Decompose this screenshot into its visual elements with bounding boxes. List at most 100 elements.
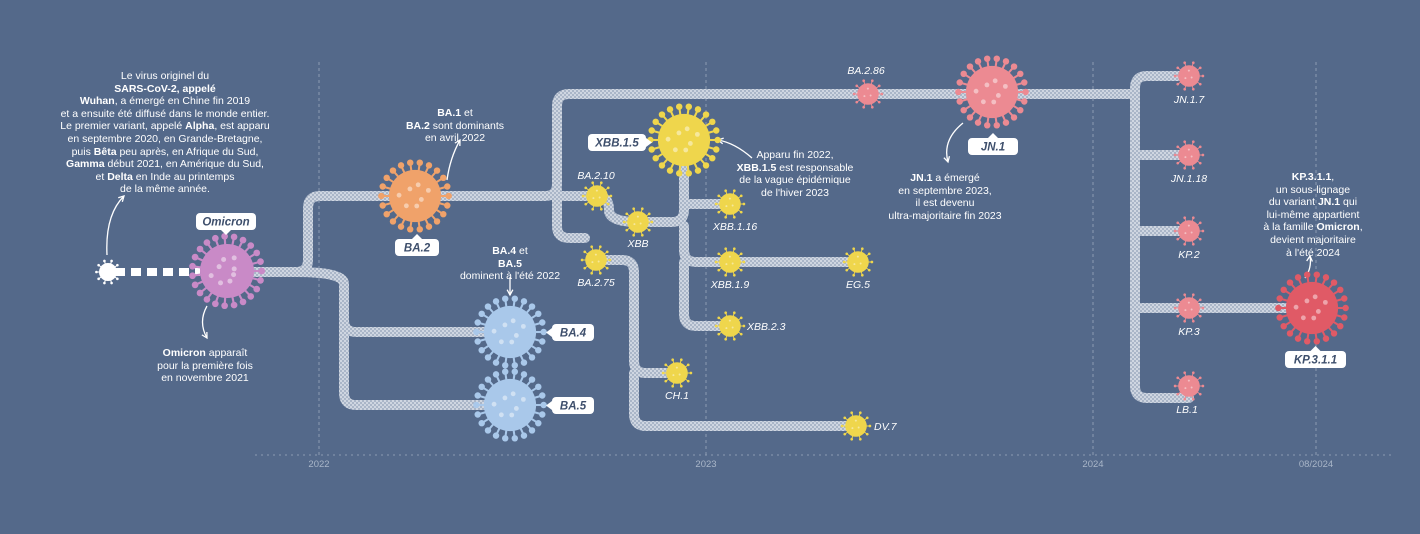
note-line: devient majoritaire — [1270, 233, 1356, 246]
arrow-ba12 — [446, 139, 461, 181]
branch-xbb-loop — [552, 185, 590, 243]
note-line: Omicron apparaît — [162, 347, 248, 359]
note-line: Apparu fin 2022, — [756, 149, 834, 161]
virus-jn17 — [1173, 61, 1205, 91]
tag-jn1: JN.1 — [968, 133, 1018, 155]
virus-kp2 — [1173, 216, 1205, 246]
label-eg5: EG.5 — [846, 279, 870, 291]
tag-ba5-text: BA.5 — [560, 401, 587, 413]
note-line: Le virus originel du — [120, 70, 210, 82]
label-xbb23: XBB.2.3 — [746, 321, 786, 333]
note-line: BA.5 — [498, 257, 522, 270]
note-line: SARS-CoV-2, appelé — [114, 82, 216, 95]
label-dv7: DV.7 — [874, 421, 898, 433]
note-line: à l'été 2024 — [1286, 246, 1340, 259]
branch-xbb23 — [679, 257, 735, 331]
tag-xbb15-text: XBB.1.5 — [594, 138, 639, 150]
label-ba286: BA.2.86 — [847, 65, 885, 77]
tag-kp311: KP.3.1.1 — [1285, 346, 1346, 368]
note-line: un sous-lignage — [1275, 183, 1351, 196]
virus-ba210 — [581, 181, 613, 211]
note-line: de la vague épidémique — [739, 174, 851, 187]
note-line: et Delta en Inde au printemps — [95, 170, 235, 183]
note-line: BA.2 sont dominants — [405, 119, 505, 132]
branch-xbb19 — [679, 221, 863, 267]
note-line: en septembre 2020, en Grande-Bretagne, — [67, 132, 263, 145]
note-line: Le premier variant, appelé Alpha, est ap… — [60, 120, 270, 133]
branch-xbb15 — [633, 134, 689, 227]
note-line: il est devenu — [915, 197, 975, 210]
label-xbb19: XBB.1.9 — [710, 279, 750, 291]
note-line: à la famille Omicron, — [1263, 221, 1363, 234]
label-ch1: CH.1 — [665, 390, 689, 402]
note-line: en septembre 2023, — [898, 184, 992, 197]
year-label: 08/2024 — [1299, 459, 1333, 470]
note-line: XBB.1.5 est responsable — [736, 161, 854, 174]
label-ba210: BA.2.10 — [577, 170, 615, 182]
virus-wuhan — [95, 259, 121, 285]
note-line: en novembre 2021 — [161, 372, 249, 385]
note-line: Wuhan, a émergé en Chine fin 2019 — [79, 95, 251, 108]
label-xbb116: XBB.1.16 — [712, 221, 758, 233]
virus-xbb116 — [714, 189, 746, 219]
virus-ch1 — [661, 358, 693, 388]
arrow-ba12-head — [454, 138, 461, 147]
label-jn118: JN.1.18 — [1170, 173, 1207, 185]
label-ba275: BA.2.75 — [577, 277, 615, 289]
note-line: Gamma début 2021, en Amérique du Sud, — [66, 158, 264, 171]
branch-dv7 — [629, 368, 861, 431]
note-line: BA.4 et — [492, 245, 528, 257]
arrow-kp311-head — [1306, 254, 1314, 262]
year-label: 2024 — [1082, 459, 1103, 470]
tag-xbb15: XBB.1.5 — [588, 134, 652, 151]
note-line: de l'hiver 2023 — [761, 186, 829, 199]
label-lb1: LB.1 — [1176, 404, 1198, 416]
note-line: et a ensuite été diffusé dans le monde e… — [60, 107, 270, 120]
virus-ba5 — [473, 368, 547, 442]
virus-eg5 — [842, 247, 874, 277]
note-line: BA.1 et — [437, 107, 473, 119]
virus-xbb15 — [647, 103, 721, 177]
virus-dv7 — [840, 411, 872, 441]
branch-jn17 — [1130, 71, 1194, 99]
virus-kp3 — [1173, 293, 1205, 323]
virus-xbb19 — [714, 247, 746, 277]
tag-ba2-text: BA.2 — [404, 243, 431, 255]
virus-ba275 — [580, 245, 612, 275]
virus-jn118 — [1173, 140, 1205, 170]
note-line: puis Bêta peu après, en Afrique du Sud, — [71, 145, 259, 158]
note-line: en avril 2022 — [424, 132, 486, 145]
branch-ch1 — [591, 255, 682, 378]
arrow-jn1-head — [943, 156, 951, 164]
virus-ba4 — [473, 295, 547, 369]
branch-ba5 — [339, 315, 515, 410]
tag-ba4-text: BA.4 — [560, 328, 587, 340]
arrow-jn1 — [946, 122, 964, 163]
virus-xbb — [622, 207, 654, 237]
note-line: KP.3.1.1, — [1291, 171, 1335, 183]
note-line: JN.1 a émergé — [910, 172, 980, 184]
arrow-omicron-head — [201, 331, 208, 340]
tag-omicron: Omicron — [196, 213, 256, 235]
tag-omicron-text: Omicron — [202, 217, 249, 229]
virus-kp311 — [1275, 271, 1349, 345]
label-jn17: JN.1.7 — [1173, 94, 1206, 106]
arrow-origin — [106, 195, 125, 256]
year-label: 2023 — [695, 459, 716, 470]
branch-jn1-trunk — [1130, 89, 1194, 403]
note-line: ultra-majoritaire fin 2023 — [888, 209, 1002, 222]
year-label: 2022 — [308, 459, 329, 470]
tag-kp311-text: KP.3.1.1 — [1294, 355, 1337, 367]
virus-ba286 — [852, 79, 884, 109]
arrow-xbb15 — [717, 139, 753, 159]
label-xbb: XBB — [626, 238, 648, 250]
arrow-origin-head — [118, 195, 125, 202]
